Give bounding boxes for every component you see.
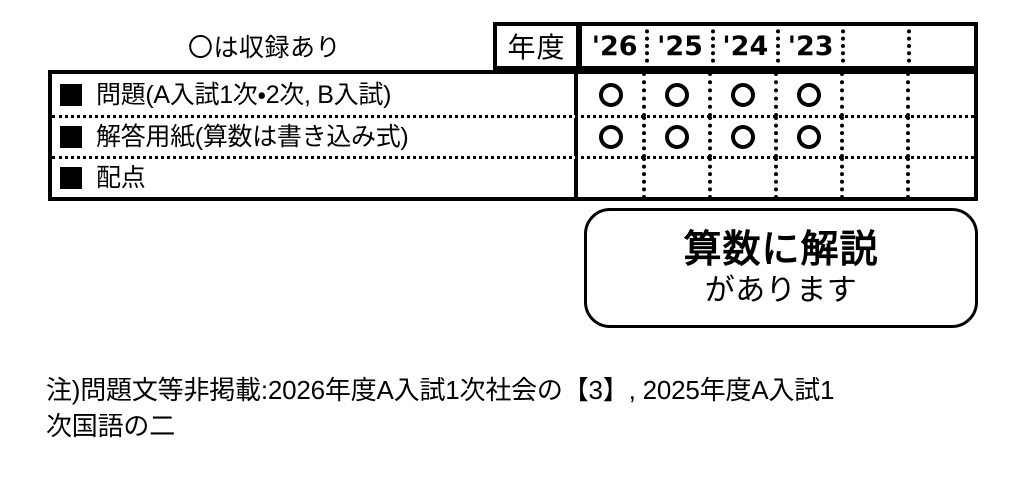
filled-square-icon	[60, 126, 82, 148]
row-marks	[574, 116, 974, 158]
circle-mark-icon	[665, 125, 689, 149]
year-column-header	[906, 22, 974, 70]
circle-mark-icon	[731, 125, 755, 149]
year-header-cell: 年度	[493, 22, 580, 70]
callout-main-text: 算数に解説	[683, 229, 879, 271]
circle-mark-icon	[599, 125, 623, 149]
year-column-label: '26	[591, 30, 638, 62]
mark-cell	[708, 116, 776, 158]
circle-mark-icon	[665, 82, 689, 107]
circle-mark-icon	[797, 82, 821, 107]
row-marks	[574, 157, 974, 199]
table-row: 問題(A入試1次・2次, B入試)	[52, 72, 974, 117]
row-label-cell: 解答用紙(算数は書き込み式)	[52, 123, 578, 151]
mark-cell	[708, 157, 776, 199]
footnote-line-2: 次国語の二	[46, 411, 176, 441]
mark-cell	[642, 116, 710, 158]
footnote-line-1: 注)問題文等非掲載:2026年度A入試1次社会の【3】, 2025年度A入試1	[46, 375, 835, 405]
table-row: 解答用紙(算数は書き込み式)	[52, 115, 974, 158]
mark-cell	[642, 72, 710, 117]
year-column-header: '24	[710, 22, 778, 70]
filled-square-icon	[60, 83, 82, 106]
year-column-label: '25	[657, 30, 703, 62]
year-columns-header: '26 '25 '24 '23	[578, 22, 978, 70]
year-column-label: '23	[787, 30, 834, 62]
footnote: 注)問題文等非掲載:2026年度A入試1次社会の【3】, 2025年度A入試1 …	[46, 372, 986, 444]
row-label-text: 配点	[96, 164, 146, 192]
legend-note: 〇は収録あり	[188, 34, 342, 62]
mark-cell	[774, 157, 842, 199]
mark-cell	[708, 72, 776, 117]
row-label-text: 問題(A入試1次・2次, B入試)	[96, 80, 392, 109]
table-row: 配点	[52, 156, 974, 199]
year-column-label: '24	[722, 30, 769, 62]
mark-cell	[906, 157, 974, 199]
mark-cell	[906, 72, 974, 117]
mark-cell	[578, 159, 644, 197]
mark-cell	[578, 74, 644, 115]
circle-mark-icon	[731, 82, 755, 107]
mark-cell	[578, 118, 644, 156]
year-column-header	[841, 22, 908, 70]
callout-sub-text: があります	[704, 274, 858, 307]
circle-mark-icon	[797, 125, 821, 149]
circle-mark-icon	[599, 82, 623, 107]
year-column-header: '25	[645, 22, 712, 70]
contents-table: 問題(A入試1次・2次, B入試) 解答用紙(算数は書き込み式)	[48, 70, 978, 201]
mark-cell	[840, 157, 908, 199]
mark-cell	[840, 72, 908, 117]
year-column-header: '23	[775, 22, 843, 70]
callout-box: 算数に解説 があります	[584, 208, 978, 328]
filled-square-icon	[60, 167, 82, 189]
mark-cell	[774, 116, 842, 158]
year-column-header: '26	[582, 26, 647, 66]
year-header-label: 年度	[507, 32, 566, 63]
mark-cell	[906, 116, 974, 158]
row-label-cell: 配点	[52, 164, 578, 192]
mark-cell	[642, 157, 710, 199]
row-marks	[574, 72, 974, 117]
row-label-text: 解答用紙(算数は書き込み式)	[96, 123, 409, 151]
row-label-cell: 問題(A入試1次・2次, B入試)	[52, 81, 578, 109]
mark-cell	[774, 72, 842, 117]
mark-cell	[840, 116, 908, 158]
